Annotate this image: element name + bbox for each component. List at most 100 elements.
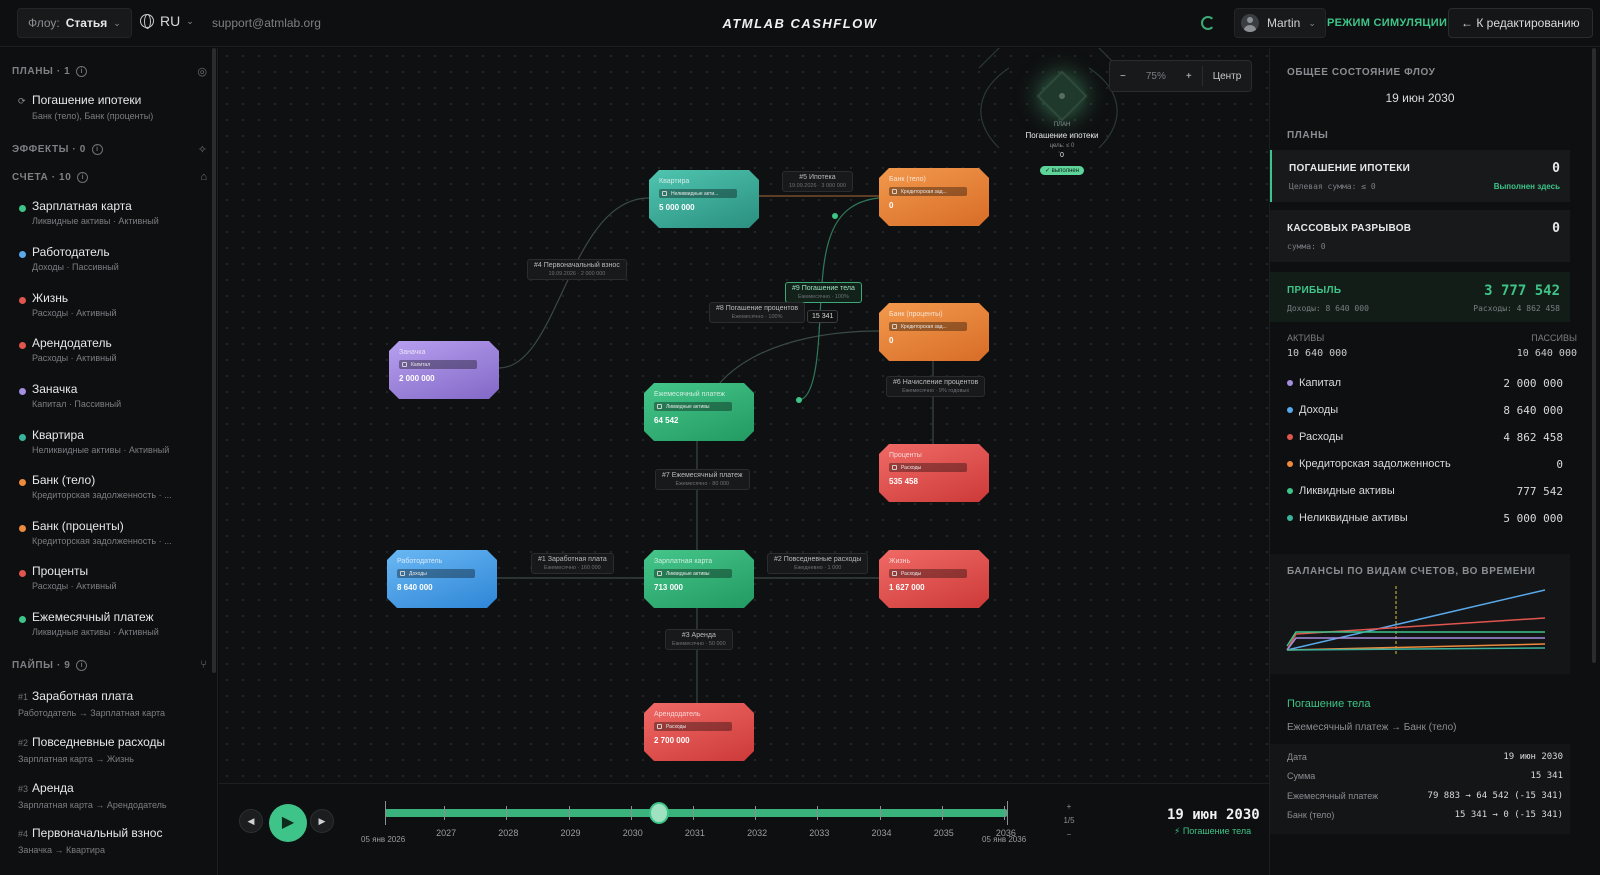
edge-label-title: #5 Ипотека: [799, 174, 836, 181]
timeline-track[interactable]: [385, 809, 1007, 817]
bank-icon[interactable]: ⌂: [200, 171, 207, 183]
edge-label-monthly-payment[interactable]: #7 Ежемесячный платеж Ежемесячно · 80 00…: [655, 469, 750, 490]
node-zanachka[interactable]: Заначка Капитал 2 000 000: [389, 341, 499, 399]
timeline-year-tick: [817, 806, 819, 820]
plan-node-value: 0: [1060, 152, 1064, 159]
edge-label-rent[interactable]: #3 Аренда Ежемесячно · 50 000: [665, 629, 733, 650]
timeline-year-tick: [879, 806, 881, 820]
next-step-button[interactable]: ▶: [310, 809, 334, 833]
timeline-zoom-in-button[interactable]: +: [1066, 802, 1072, 811]
current-date: 19 июн 2030: [1167, 807, 1260, 823]
node-type-chip: Неликвидные акти...: [659, 189, 737, 198]
edge-label-down-payment[interactable]: #4 Первоначальный взнос 19.09.2026 · 2 0…: [527, 259, 627, 280]
flow-select[interactable]: Флоу: Статья ⌄: [17, 8, 132, 38]
sidebar-scrollbar[interactable]: [212, 48, 216, 673]
node-monthly-payment[interactable]: Ежемесячный платеж Ликвидные активы 64 5…: [644, 383, 754, 441]
event-row: Банк (тело)15 341 → 0 (-15 341): [1287, 810, 1563, 820]
node-bank-body[interactable]: Банк (тело) Кредиторская зад... 0: [879, 168, 989, 226]
plan-card[interactable]: ПОГАШЕНИЕ ИПОТЕКИ 0 Целевая сумма: ≤ 0 В…: [1270, 150, 1570, 202]
cash-gaps-value: 0: [1552, 221, 1560, 236]
edge-label-detail: Ежемесячно · 160 000: [544, 565, 601, 571]
node-employer[interactable]: Работодатель Доходы 8 640 000: [387, 550, 497, 608]
target-icon[interactable]: ◎: [197, 66, 207, 78]
edge-label-daily-expenses[interactable]: #2 Повседневные расходы Ежедневно · 1 00…: [767, 553, 869, 574]
edge-label-mortgage[interactable]: #5 Ипотека 19.09.2026 · 3 000 000: [782, 171, 853, 192]
timeline-thumb[interactable]: [648, 802, 669, 824]
pipe-number: #1: [18, 692, 29, 702]
timeline-zoom-out-button[interactable]: −: [1066, 830, 1072, 839]
edge-down-payment[interactable]: [498, 197, 650, 369]
flow-canvas[interactable]: − 75% + Центр ПЛАН Погашение ипотеки цел…: [219, 48, 1269, 783]
account-item[interactable]: Арендодатель Расходы · Активный: [19, 336, 192, 363]
edge-label-salary[interactable]: #1 Заработная плата Ежемесячно · 160 000: [531, 553, 614, 574]
category-name: Расходы: [1299, 431, 1344, 443]
account-item[interactable]: Работодатель Доходы · Пассивный: [19, 245, 192, 272]
edge-label-title: #8 Погашение процентов: [716, 305, 799, 312]
node-type-chip: Капитал: [399, 360, 477, 369]
zoom-out-button[interactable]: −: [1120, 70, 1126, 82]
node-salary-card[interactable]: Зарплатная карта Ликвидные активы 713 00…: [644, 550, 754, 608]
info-icon[interactable]: i: [77, 172, 89, 183]
edge-label-interest-payment[interactable]: #8 Погашение процентов Ежемесячно · 100%: [709, 302, 806, 323]
branch-icon[interactable]: ⑂: [200, 659, 207, 671]
category-value: 5 000 000: [1503, 512, 1563, 525]
account-item[interactable]: Квартира Неликвидные активы · Активный: [19, 428, 192, 455]
node-type-chip: Кредиторская зад...: [889, 322, 967, 331]
edge-label-body-payment[interactable]: #9 Погашение тела Ежемесячно · 100%: [785, 282, 862, 303]
sparkle-icon[interactable]: ✧: [197, 144, 207, 156]
current-event[interactable]: ⚡ Погашение тела: [1174, 826, 1252, 836]
account-meta: Расходы · Активный: [32, 308, 117, 318]
expenses-series-line: [1286, 617, 1546, 651]
account-name: Работодатель: [32, 245, 110, 259]
node-bank-interest[interactable]: Банк (проценты) Кредиторская зад... 0: [879, 303, 989, 361]
divider: [1201, 66, 1203, 86]
account-item[interactable]: Банк (проценты) Кредиторская задолженнос…: [19, 519, 192, 546]
timeline-year-label: 2032: [747, 828, 768, 838]
language-select[interactable]: RU ⌄: [140, 13, 194, 29]
plan-item[interactable]: ⟳ Погашение ипотеки Банк (тело), Банк (п…: [18, 93, 153, 121]
account-item[interactable]: Проценты Расходы · Активный: [19, 564, 192, 591]
balances-chart[interactable]: [1270, 554, 1570, 674]
node-life[interactable]: Жизнь Расходы 1 627 000: [879, 550, 989, 608]
node-kvartira[interactable]: Квартира Неликвидные акти... 5 000 000: [649, 170, 759, 228]
center-button[interactable]: Центр: [1212, 70, 1242, 82]
account-item[interactable]: Зарплатная карта Ликвидные активы · Акти…: [19, 199, 192, 226]
plan-card-status: Выполнен здесь: [1493, 182, 1560, 191]
node-procenty[interactable]: Проценты Расходы 535 458: [879, 444, 989, 502]
info-icon[interactable]: i: [76, 66, 88, 77]
node-type-chip: Расходы: [889, 463, 967, 472]
play-button[interactable]: ▶: [269, 804, 307, 842]
node-type: Неликвидные акти...: [671, 190, 719, 197]
info-icon[interactable]: i: [91, 144, 103, 155]
plan-node[interactable]: ПЛАН Погашение ипотеки цель: ≤ 0 0 ✓ вып…: [1012, 70, 1112, 177]
timeline-year-tick: [568, 806, 570, 820]
account-item[interactable]: Жизнь Расходы · Активный: [19, 291, 192, 318]
account-item[interactable]: Ежемесячный платеж Ликвидные активы · Ак…: [19, 610, 192, 637]
back-to-edit-button[interactable]: ← К редактированию: [1448, 8, 1593, 38]
node-value: 2 000 000: [399, 374, 435, 383]
sync-status-icon[interactable]: [1201, 16, 1215, 30]
edge-label-interest-accrual[interactable]: #6 Начисление процентов Ежемесячно · 9% …: [886, 376, 986, 397]
node-landlord[interactable]: Арендодатель Расходы 2 700 000: [644, 703, 754, 761]
cash-gaps-card[interactable]: КАССОВЫХ РАЗРЫВОВ 0 сумма: 0: [1270, 210, 1570, 262]
info-icon[interactable]: i: [76, 660, 88, 671]
previous-step-button[interactable]: ◀: [239, 809, 263, 833]
flow-point: [832, 213, 838, 219]
account-color-dot: [19, 205, 26, 212]
loading-icon: ⟳: [18, 96, 26, 106]
timeline-year-tick: [506, 806, 508, 820]
edge-label-title: #1 Заработная плата: [538, 556, 607, 563]
support-link[interactable]: support@atmlab.org: [212, 16, 321, 30]
avatar: [1241, 14, 1259, 32]
balances-chart-title: БАЛАНСЫ ПО ВИДАМ СЧЕТОВ, ВО ВРЕМЕНИ: [1287, 566, 1536, 577]
user-menu[interactable]: Martin ⌄: [1234, 8, 1326, 38]
zoom-in-button[interactable]: +: [1185, 70, 1192, 82]
profit-title: ПРИБЫЛЬ: [1287, 285, 1342, 296]
account-item[interactable]: Банк (тело) Кредиторская задолженность ·…: [19, 473, 192, 500]
panel-scrollbar[interactable]: [1592, 48, 1596, 663]
account-item[interactable]: Заначка Капитал · Пассивный: [19, 382, 192, 409]
